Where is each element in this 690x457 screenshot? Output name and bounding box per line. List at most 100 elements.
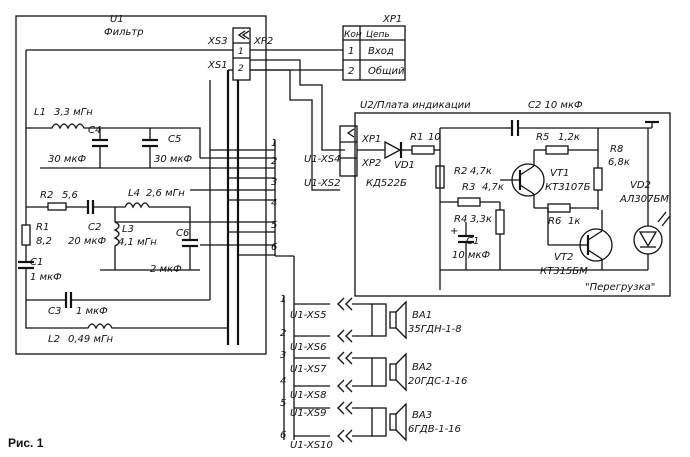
jack-xs6: U1-XS6	[290, 342, 327, 353]
vd2-label: VD2	[630, 180, 651, 191]
l1-value: 3,3 мГн	[54, 107, 93, 118]
jack-labels: U1-XS5 U1-XS6 U1-XS7 U1-XS8 U1-XS9 U1-XS…	[290, 310, 333, 451]
u2-c2-label: C2 10 мкФ	[528, 100, 583, 111]
ba1-label: BA1	[412, 310, 432, 321]
vd1-type: КД522Б	[366, 178, 407, 189]
u2-c1-value: 10 мкФ	[452, 250, 490, 261]
jack-xs9: U1-XS9	[290, 408, 327, 419]
r2-value: 5,6	[62, 190, 78, 201]
r2-resistor	[47, 202, 67, 211]
u2-r8-label: R8	[610, 144, 623, 155]
vt2-label: VT2	[554, 252, 573, 263]
jack-xs10: U1-XS10	[290, 440, 333, 451]
u2-r8-value: 6,8к	[608, 157, 630, 168]
c6-label: C6	[176, 228, 189, 239]
speaker-pin-3: 3	[280, 350, 286, 361]
c4-value: 30 мкФ	[48, 154, 86, 165]
xs3-label: XS3	[207, 36, 228, 47]
svg-text:+: +	[450, 226, 458, 237]
xp2-connector	[232, 27, 251, 81]
u2-r2-label: R2	[454, 166, 467, 177]
u2-xs-connector	[339, 125, 358, 177]
filter-pin-6: 6	[271, 242, 277, 253]
speaker-ba2: BA2 20ГДС-1-16	[371, 352, 467, 392]
filter-pin-5: 5	[271, 220, 277, 231]
filter-pin-4: 4	[271, 198, 277, 209]
ba2-label: BA2	[412, 362, 432, 373]
xp1-row1-net: Вход	[368, 46, 394, 57]
l2-value: 0,49 мГн	[68, 334, 114, 345]
l4-value: 2,6 мГн	[146, 188, 185, 199]
speaker-pin-labels: 1 2 3 4 5 6	[280, 294, 286, 441]
jack-xs8: U1-XS8	[290, 390, 327, 401]
xp1-row2-net: Общий	[368, 65, 405, 77]
vd2-type: АЛ307БМ	[619, 194, 669, 205]
filter-pin-2: 2	[271, 156, 277, 167]
vt1-type: КТ3107Б	[545, 182, 591, 193]
u2-c1-label: C1	[466, 236, 479, 247]
ba1-type: 35ГДН-1-8	[408, 324, 462, 335]
u2-r4-resistor	[495, 209, 505, 235]
l3-value: 4,1 мГн	[118, 237, 157, 248]
l2-label: L2	[48, 334, 60, 345]
xs1-label: XS1	[207, 60, 228, 71]
c3-value: 1 мкФ	[76, 306, 108, 317]
c1-label: C1	[30, 257, 43, 268]
u2-r5-value: 1,2к	[558, 132, 580, 143]
xp1-header-pin: Кон	[344, 30, 362, 40]
vt2-type: КТ315БМ	[540, 266, 588, 277]
speaker-pin-6: 6	[280, 430, 286, 441]
c2-value: 20 мкФ	[68, 236, 106, 247]
u2-r2-value: 4,7к	[470, 166, 492, 177]
u1-xs4-label: U1-XS4	[304, 154, 341, 165]
u2-r4-value: 3,3к	[470, 214, 492, 225]
ba3-label: BA3	[412, 410, 432, 421]
l3-label: L3	[122, 224, 134, 235]
speaker-pin-5: 5	[280, 398, 286, 409]
u2-r3-label: R3	[462, 182, 475, 193]
xp1-table	[342, 25, 406, 81]
u2-r5-resistor	[545, 145, 569, 155]
xp2-pin-1: 1	[238, 47, 244, 57]
u2-r4-label: R4	[454, 214, 467, 225]
u2-xp1-label: XP1	[361, 134, 381, 145]
u2-ref: U2/Плата индикации	[360, 100, 471, 111]
r1-label: R1	[36, 222, 49, 233]
u2-status: "Перегрузка"	[585, 282, 655, 293]
u2-r6-value: 1к	[568, 216, 580, 227]
vd1-label: VD1	[394, 160, 415, 171]
xp2-pin-2: 2	[238, 64, 244, 74]
u2-r6-resistor	[547, 203, 571, 213]
speaker-pin-2: 2	[280, 328, 286, 339]
u2-r2-resistor	[435, 165, 445, 189]
c1-value: 1 мкФ	[30, 272, 62, 283]
jack-chevrons	[294, 297, 372, 443]
jack-xs5: U1-XS5	[290, 310, 327, 321]
u2-r3-value: 4,7к	[482, 182, 504, 193]
u2-r5-label: R5	[536, 132, 549, 143]
r1-resistor	[21, 224, 31, 246]
r2-label: R2	[40, 190, 53, 201]
xp1-ref: XP1	[382, 14, 402, 25]
l4-label: L4	[128, 188, 140, 199]
c5-label: C5	[168, 134, 181, 145]
u2-xp2-label: XP2	[361, 158, 381, 169]
l1-label: L1	[34, 107, 46, 118]
xp1-row1-pin: 1	[348, 46, 354, 57]
u1-ref: U1	[110, 14, 124, 25]
speaker-ba1: BA1 35ГДН-1-8	[371, 300, 462, 340]
filter-pin-3: 3	[271, 177, 277, 188]
c3-label: C3	[48, 306, 61, 317]
ba2-type: 20ГДС-1-16	[408, 376, 467, 387]
speaker-ba3: BA3 6ГДВ-1-16	[371, 402, 461, 442]
vt1-label: VT1	[550, 168, 569, 179]
c5-value: 30 мкФ	[154, 154, 192, 165]
u2-r6-label: R6	[548, 216, 561, 227]
u2-r3-resistor	[457, 197, 481, 207]
c2-label: C2	[88, 222, 101, 233]
speaker-pin-1: 1	[280, 294, 286, 305]
vd2-led	[633, 225, 663, 255]
u1-xs2-label: U1-XS2	[304, 178, 341, 189]
xp1-header-net: Цепь	[366, 30, 390, 40]
